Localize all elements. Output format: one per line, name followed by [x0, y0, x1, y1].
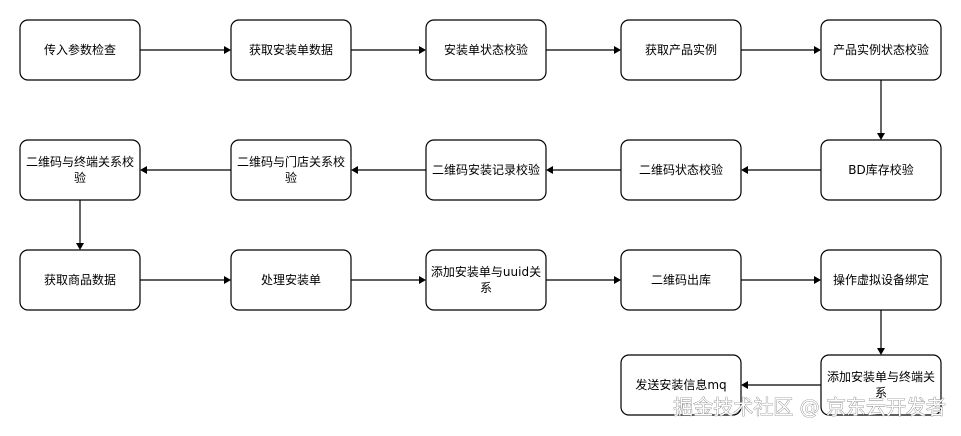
node-box	[620, 19, 742, 81]
process-node: 发送安装信息mq	[620, 354, 742, 416]
node-label: 添加安装单与uuid关	[431, 264, 541, 279]
node-box	[620, 354, 742, 416]
arrowhead	[814, 276, 821, 284]
edge-arrow	[351, 46, 426, 54]
process-node: 二维码状态校验	[620, 139, 742, 201]
process-node: 产品实例状态校验	[820, 19, 942, 81]
edges-layer	[76, 46, 885, 389]
node-box	[620, 139, 742, 201]
process-node: 传入参数检查	[19, 19, 141, 81]
nodes-layer: 传入参数检查 获取安装单数据 安装单状态校验 获取产品实例 产品实例状态校验 BD库存校验…	[19, 19, 942, 416]
node-label: 传入参数检查	[44, 42, 116, 57]
edge-arrow	[140, 276, 231, 284]
arrowhead	[741, 166, 748, 174]
node-box	[820, 139, 942, 201]
arrowhead	[224, 46, 231, 54]
node-label: 二维码安装记录校验	[432, 162, 540, 177]
node-label: 获取产品实例	[645, 42, 717, 57]
node-label: 二维码与门店关系校	[237, 154, 345, 169]
node-label: 发送安装信息mq	[635, 377, 726, 392]
process-node: 安装单状态校验	[425, 19, 547, 81]
arrowhead	[614, 46, 621, 54]
arrowhead	[419, 276, 426, 284]
watermark: 掘金技术社区 @ 京东云开发者	[673, 395, 946, 420]
arrowhead	[419, 46, 426, 54]
node-box	[425, 249, 547, 311]
node-box	[230, 19, 352, 81]
node-label: 产品实例状态校验	[833, 42, 929, 57]
node-label: 处理安装单	[261, 272, 321, 287]
node-label: 二维码与终端关系校	[26, 154, 134, 169]
node-label: 验	[74, 170, 86, 185]
edge-arrow	[140, 166, 231, 174]
watermark-text: 掘金技术社区 @ 京东云开发者	[673, 395, 946, 419]
node-box	[19, 139, 141, 201]
node-label: 添加安装单与终端关	[827, 369, 935, 384]
node-label: 操作虚拟设备绑定	[833, 272, 929, 287]
node-box	[19, 19, 141, 81]
edge-arrow	[741, 46, 821, 54]
edge-arrow	[877, 310, 885, 355]
node-box	[425, 19, 547, 81]
process-node: 获取安装单数据	[230, 19, 352, 81]
node-label: 二维码出库	[651, 272, 711, 287]
arrowhead	[224, 276, 231, 284]
arrowhead	[76, 243, 84, 250]
edge-arrow	[140, 46, 231, 54]
arrowhead	[351, 166, 358, 174]
node-box	[230, 249, 352, 311]
edge-arrow	[877, 80, 885, 140]
node-label: 系	[480, 281, 492, 295]
edge-arrow	[351, 276, 426, 284]
process-node: 处理安装单	[230, 249, 352, 311]
edge-arrow	[546, 276, 621, 284]
process-node: 二维码安装记录校验	[425, 139, 547, 201]
edge-arrow	[741, 381, 821, 389]
arrowhead	[546, 166, 553, 174]
arrowhead	[741, 381, 748, 389]
edge-arrow	[741, 276, 821, 284]
node-box	[425, 139, 547, 201]
edge-arrow	[76, 200, 84, 250]
arrowhead	[877, 133, 885, 140]
node-label: 获取安装单数据	[249, 42, 333, 57]
node-label: 系	[875, 386, 887, 400]
node-label: 二维码状态校验	[639, 162, 723, 177]
node-box	[820, 19, 942, 81]
process-node: 操作虚拟设备绑定	[820, 249, 942, 311]
process-node: 获取产品实例	[620, 19, 742, 81]
node-label: 获取商品数据	[44, 272, 116, 287]
edge-arrow	[741, 166, 821, 174]
node-label: BD库存校验	[848, 162, 913, 177]
process-node: 二维码出库	[620, 249, 742, 311]
process-node: 获取商品数据	[19, 249, 141, 311]
node-label: 安装单状态校验	[444, 42, 528, 57]
arrowhead	[140, 166, 147, 174]
node-box	[820, 354, 942, 416]
edge-arrow	[546, 166, 621, 174]
process-node: BD库存校验	[820, 139, 942, 201]
arrowhead	[814, 46, 821, 54]
node-box	[820, 249, 942, 311]
node-label: 验	[285, 170, 297, 185]
node-box	[620, 249, 742, 311]
node-box	[230, 139, 352, 201]
arrowhead	[877, 348, 885, 355]
edge-arrow	[351, 166, 426, 174]
edge-arrow	[546, 46, 621, 54]
node-box	[19, 249, 141, 311]
arrowhead	[614, 276, 621, 284]
